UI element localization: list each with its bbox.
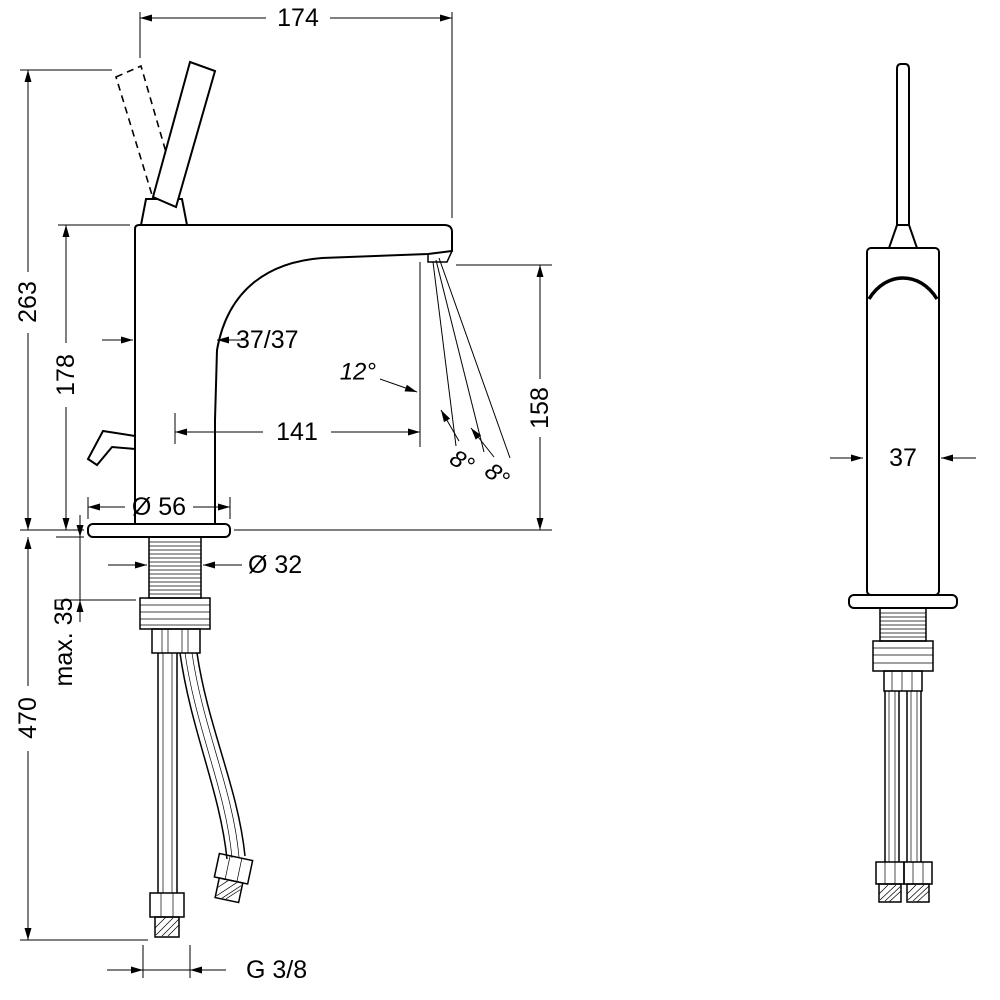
handle-rod xyxy=(896,63,910,225)
waste-lever xyxy=(86,429,136,467)
supply-hose-angled xyxy=(179,652,254,904)
faucet-front xyxy=(86,60,511,938)
extension-lines xyxy=(20,12,552,978)
faucet-side xyxy=(848,63,958,903)
hose-nut-side-left xyxy=(875,861,905,903)
handle-lever xyxy=(151,60,217,209)
dim-label-connection-thread: G 3/8 xyxy=(246,956,307,984)
aerator xyxy=(427,250,453,263)
spray-angle-lines xyxy=(432,257,511,459)
hose-fitting-block-side xyxy=(883,670,923,692)
hose-nut xyxy=(149,892,185,938)
mounting-shank xyxy=(148,536,202,599)
body-side xyxy=(866,247,940,596)
dim-label-spout-reach: 141 xyxy=(276,418,318,446)
dim-label-top-width: 174 xyxy=(277,4,319,32)
base-plate xyxy=(87,523,231,538)
dim-label-outlet-height: 158 xyxy=(526,387,554,429)
dim-label-hose-length: 470 xyxy=(14,697,42,739)
dim-label-body-height: 178 xyxy=(52,354,80,396)
mounting-nut xyxy=(139,597,211,630)
supply-hoses-side xyxy=(884,691,922,862)
dim-label-body-depth: 37 xyxy=(889,444,917,472)
dim-hose-length: 470 xyxy=(14,537,42,940)
dim-max-mounting-thickness: max. 35 xyxy=(50,515,84,687)
dim-top-width: 174 xyxy=(140,4,452,32)
dim-label-angle-12: 12° xyxy=(340,359,377,386)
dim-label-overall-height: 263 xyxy=(14,281,42,323)
spout-profile-curve xyxy=(867,276,939,300)
dim-spout-reach: 141 xyxy=(175,418,420,446)
dim-body-depth: 37 xyxy=(830,444,976,472)
dim-label-body-width: 37/37 xyxy=(236,326,299,354)
dim-shank-diameter: Ø 32 xyxy=(108,551,302,579)
dim-connection-thread: G 3/8 xyxy=(107,956,307,984)
dim-label-angle-8-second: 8° xyxy=(479,458,514,494)
hose-nut-side-right xyxy=(903,861,933,903)
hose-nut xyxy=(213,852,254,904)
handle-alt-position xyxy=(115,64,180,210)
dim-body-width: 37/37 xyxy=(102,326,299,354)
dim-label-angle-8-first: 8° xyxy=(445,445,479,480)
dim-spray-angles: 12° 8° 8° xyxy=(340,359,515,494)
front-view: 174 263 178 37/37 141 12° xyxy=(14,4,554,984)
supply-hose-straight xyxy=(149,653,185,938)
dim-overall-height: 263 xyxy=(14,70,42,530)
faucet-body-outline xyxy=(134,224,453,524)
side-view: 37 xyxy=(830,63,976,903)
dim-outlet-height: 158 xyxy=(526,265,554,530)
handle-joint xyxy=(139,198,189,226)
mounting-shank-side xyxy=(879,607,927,642)
dim-label-base-diameter: Ø 56 xyxy=(132,493,186,521)
dim-label-shank-diameter: Ø 32 xyxy=(248,551,302,579)
dim-base-diameter: Ø 56 xyxy=(88,493,230,521)
dim-body-height: 178 xyxy=(52,225,80,530)
hose-fitting-block xyxy=(151,628,201,654)
shank-thread-hatch xyxy=(149,541,201,595)
mounting-nut-side xyxy=(872,640,934,672)
base-plate-side xyxy=(848,594,958,609)
handle-cone xyxy=(887,224,919,249)
dim-label-max-thickness: max. 35 xyxy=(50,598,78,687)
